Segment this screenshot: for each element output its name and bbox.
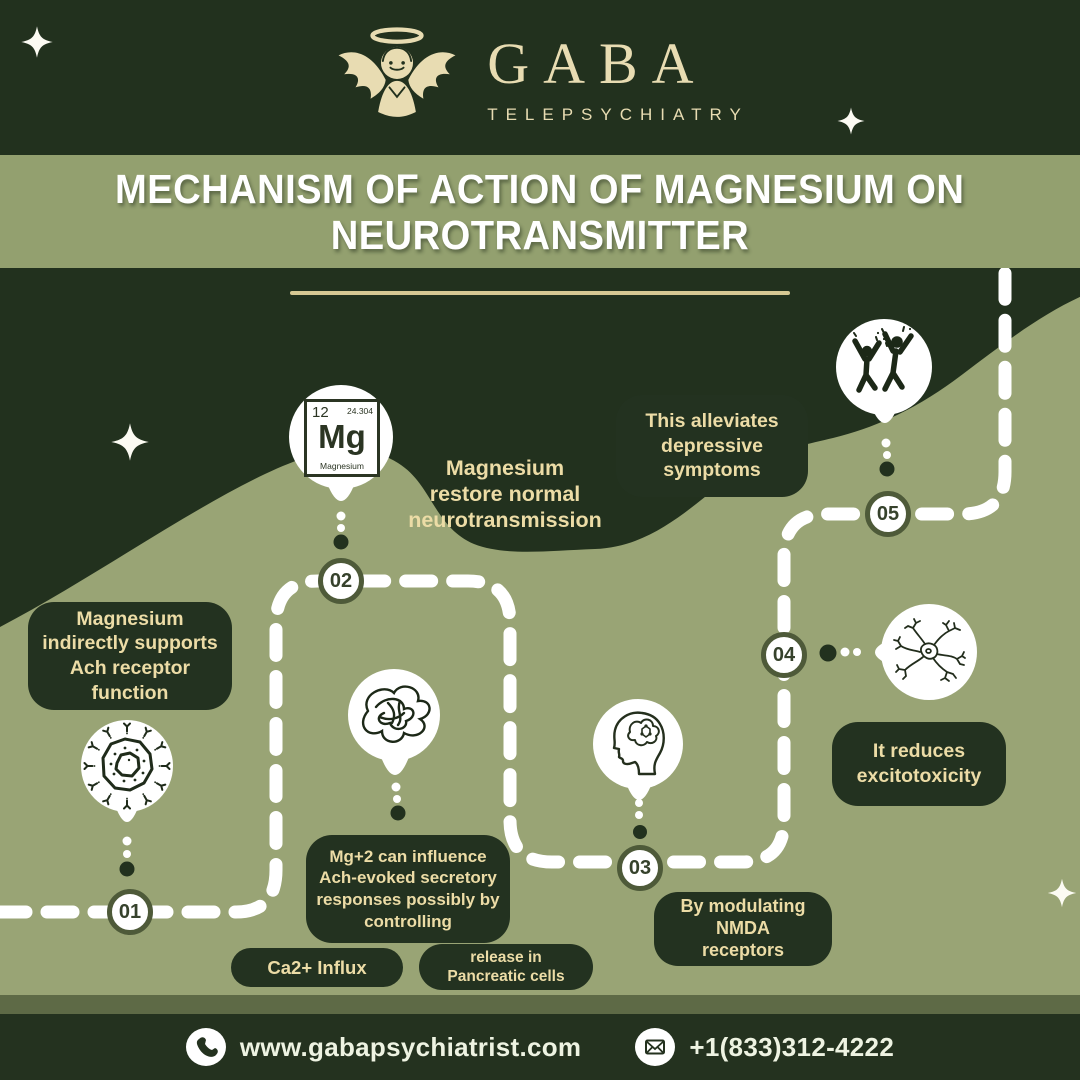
mail-icon: [635, 1028, 676, 1066]
brand-block: GABA TELEPSYCHIATRY: [487, 30, 749, 125]
brand-tagline: TELEPSYCHIATRY: [487, 105, 749, 124]
element-name: Magnesium: [320, 461, 364, 471]
tag-pancreatic-release: release in Pancreatic cells: [419, 944, 593, 990]
step5-label-box: This alleviates depressive symptoms: [616, 395, 808, 497]
sparkle-icon: [21, 26, 53, 58]
angel-icon: [338, 26, 456, 117]
footer-website[interactable]: www.gabapsychiatrist.com: [239, 1031, 582, 1062]
step3-label-box: By modulating NMDA receptors: [654, 892, 832, 966]
celebrating-people-icon: [836, 319, 932, 477]
pre-footer-strip: [0, 995, 1080, 1014]
step1-label-box: Magnesium indirectly supports Ach recept…: [28, 602, 232, 710]
page-title-line1: MECHANISM OF ACTION OF MAGNESIUM ON: [115, 165, 965, 212]
step1-badge: 01: [107, 889, 153, 935]
title-divider: [290, 291, 790, 295]
step5-badge: 05: [865, 491, 911, 537]
step4-badge: 04: [761, 632, 807, 678]
head-brain-icon: [593, 699, 683, 839]
step2-label: Magnesium restore normal neurotransmissi…: [408, 456, 602, 533]
step2-badge: 02: [318, 558, 364, 604]
phone-icon: [185, 1028, 226, 1066]
step3-badge: 03: [617, 845, 663, 891]
magnesium-element-icon: [289, 385, 393, 550]
tangled-thread-icon: [348, 669, 440, 821]
atomic-mass: 24.304: [347, 406, 373, 416]
tag-ca-influx: Ca2+ Influx: [231, 948, 403, 987]
title-band: MECHANISM OF ACTION OF MAGNESIUM ON NEUR…: [0, 155, 1080, 268]
step4-label-box: It reduces excitotoxicity: [832, 722, 1006, 806]
neuron-icon: [819, 604, 977, 700]
page-title-line2: NEUROTRANSMITTER: [330, 211, 750, 258]
element-symbol: Mg: [318, 418, 366, 455]
note-box: Mg+2 can influence Ach-evoked secretory …: [306, 835, 510, 943]
footer-phone[interactable]: +1(833)312-4222: [689, 1031, 895, 1062]
magnesium-element-tile: 12 24.304 Mg Magnesium: [304, 399, 380, 477]
sparkle-icon: [837, 107, 865, 135]
brand-name: GABA: [487, 31, 708, 96]
header: GABA TELEPSYCHIATRY: [0, 0, 1080, 155]
sparkle-icon: [1047, 878, 1077, 908]
receptor-cell-icon: [81, 720, 173, 877]
atomic-number: 12: [312, 404, 329, 421]
sparkle-icon: [111, 423, 149, 461]
footer: www.gabapsychiatrist.com +1(833)312-4222: [0, 1014, 1080, 1080]
